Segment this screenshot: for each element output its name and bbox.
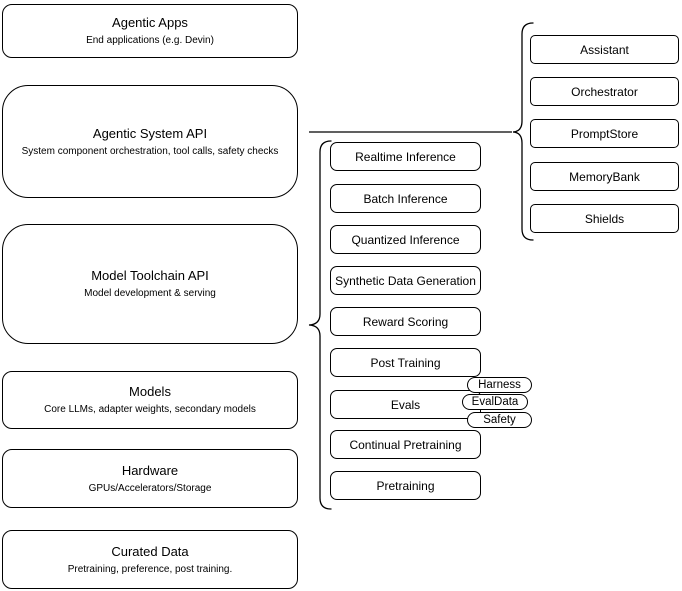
component-box-orchestrator: Orchestrator [530, 77, 679, 106]
toolchain-box-realtime-inference: Realtime Inference [330, 142, 481, 171]
layer-title: Agentic System API [92, 125, 208, 141]
toolchain-box-pretraining: Pretraining [330, 471, 481, 500]
layer-title: Models [129, 384, 171, 399]
layer-box-curated-data: Curated Data Pretraining, preference, po… [2, 530, 298, 589]
toolchain-box-batch-inference: Batch Inference [330, 184, 481, 213]
layer-subtitle: End applications (e.g. Devin) [86, 35, 214, 46]
toolchain-box-continual-pretraining: Continual Pretraining [330, 430, 481, 459]
component-box-promptstore: PromptStore [530, 119, 679, 148]
layer-subtitle: GPUs/Accelerators/Storage [88, 482, 212, 494]
toolchain-box-post-training: Post Training [330, 348, 481, 377]
layer-box-agentic-apps: Agentic Apps End applications (e.g. Devi… [2, 4, 298, 58]
toolchain-box-reward-scoring: Reward Scoring [330, 307, 481, 336]
layer-title: Model Toolchain API [91, 268, 209, 283]
layer-title: Curated Data [111, 543, 189, 559]
layer-subtitle: Model development & serving [84, 288, 216, 299]
layer-box-hardware: Hardware GPUs/Accelerators/Storage [2, 449, 298, 508]
layer-subtitle: Pretraining, preference, post training. [67, 563, 233, 575]
layer-subtitle: System component orchestration, tool cal… [21, 145, 279, 157]
component-box-assistant: Assistant [530, 35, 679, 64]
toolchain-box-evals: Evals [330, 390, 481, 419]
layer-box-model-toolchain-api: Model Toolchain API Model development & … [2, 224, 298, 344]
layer-box-models: Models Core LLMs, adapter weights, secon… [2, 371, 298, 429]
layer-title: Hardware [121, 462, 179, 478]
toolchain-box-quantized-inference: Quantized Inference [330, 225, 481, 254]
toolchain-brace [308, 140, 332, 510]
layer-title: Agentic Apps [112, 15, 188, 30]
evals-tag-evaldata: EvalData [462, 394, 528, 410]
evals-tag-harness: Harness [467, 377, 532, 393]
component-box-memorybank: MemoryBank [530, 162, 679, 191]
layer-subtitle: Core LLMs, adapter weights, secondary mo… [44, 404, 256, 415]
evals-tag-safety: Safety [467, 412, 532, 428]
layer-box-agentic-system-api: Agentic System API System component orch… [2, 85, 298, 198]
toolchain-box-synthetic-data-generation: Synthetic Data Generation [330, 266, 481, 295]
component-box-shields: Shields [530, 204, 679, 233]
